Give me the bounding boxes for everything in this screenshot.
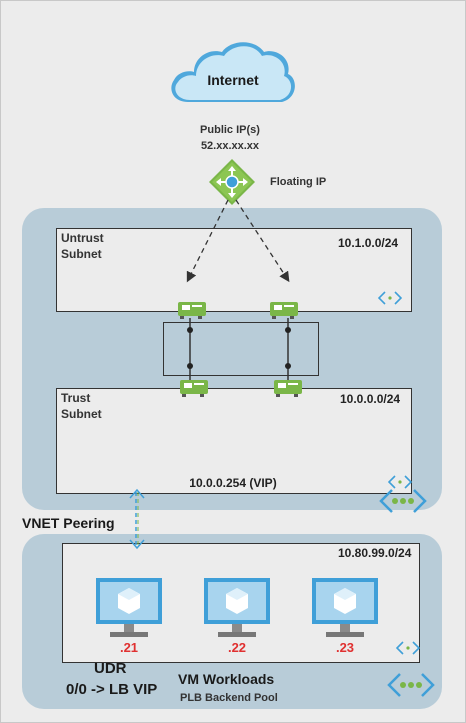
workloads-title: VM Workloads	[178, 671, 275, 687]
untrust-cidr: 10.1.0.0/24	[338, 236, 399, 250]
public-ip-value: 52.xx.xx.xx	[200, 140, 260, 152]
internet-label: Internet	[207, 72, 259, 88]
trust-subnet-label-2: Subnet	[61, 407, 102, 421]
trust-subnet	[56, 388, 412, 494]
vm-ip: .23	[335, 640, 355, 655]
workloads-subtitle: PLB Backend Pool	[180, 692, 278, 704]
nic-icon	[274, 380, 302, 397]
subnet-icon	[378, 291, 402, 305]
trust-cidr: 10.0.0.0/24	[340, 392, 401, 406]
workload-cidr: 10.80.99.0/24	[338, 546, 412, 560]
vm-ip: .21	[119, 640, 139, 655]
nic-icon	[270, 302, 298, 319]
untrust-subnet-label-2: Subnet	[61, 247, 102, 261]
untrust-subnet	[56, 228, 412, 312]
vm-icon	[96, 578, 162, 637]
nic-icon	[180, 380, 208, 397]
load-balancer-icon	[209, 159, 255, 205]
subnet-icon	[396, 641, 420, 655]
cloud-icon	[171, 42, 295, 102]
untrust-subnet-label-1: Untrust	[61, 231, 104, 245]
vnet-peering-label: VNET Peering	[22, 515, 115, 531]
nic-icon	[178, 302, 206, 319]
udr-route: 0/0 -> LB VIP	[66, 681, 158, 698]
vm-icon	[312, 578, 378, 637]
vnet-icon	[387, 673, 435, 697]
floating-ip-label: Floating IP	[270, 176, 327, 188]
udr-label: UDR	[94, 660, 127, 677]
trust-subnet-label-1: Trust	[61, 391, 91, 405]
vm-ip: .22	[227, 640, 247, 655]
trust-vip: 10.0.0.254 (VIP)	[189, 476, 277, 490]
vnet-icon	[379, 489, 427, 513]
subnet-icon	[388, 475, 412, 489]
public-ip-label: Public IP(s)	[200, 124, 260, 136]
vm-icon	[204, 578, 270, 637]
